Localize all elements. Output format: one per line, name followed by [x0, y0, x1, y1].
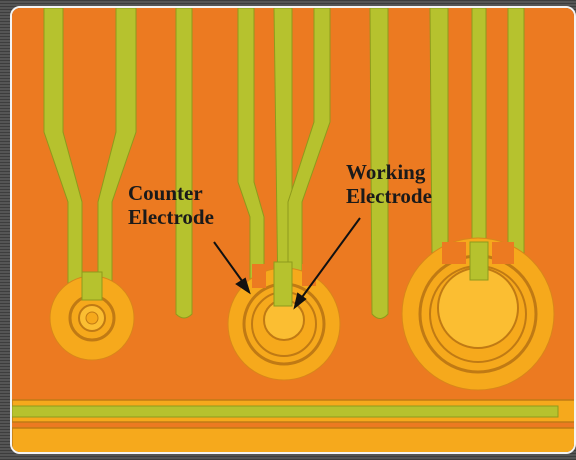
electrode-medium	[227, 261, 341, 381]
counter-label-line1: Counter	[128, 181, 203, 205]
working-label-line1: Working	[346, 160, 426, 184]
trace-e3-center	[471, 8, 487, 265]
electrode-large	[401, 237, 555, 391]
counter-arrow-line	[213, 241, 246, 286]
electrode-array-svg	[12, 8, 574, 452]
bus-bar-bottom	[12, 427, 574, 452]
working-arrow-line	[299, 217, 361, 301]
trace-e3-left	[429, 8, 449, 255]
working-arrow-head	[293, 292, 307, 310]
counter-arrow-head	[235, 277, 251, 295]
working-label-line2: Electrode	[346, 184, 432, 208]
counter-label-line2: Electrode	[128, 205, 214, 229]
bus-bar-trace	[12, 405, 559, 418]
trace-e3-right	[507, 8, 525, 261]
trace-2	[175, 8, 193, 319]
electrode-small	[49, 271, 135, 361]
trace-5	[369, 8, 389, 319]
